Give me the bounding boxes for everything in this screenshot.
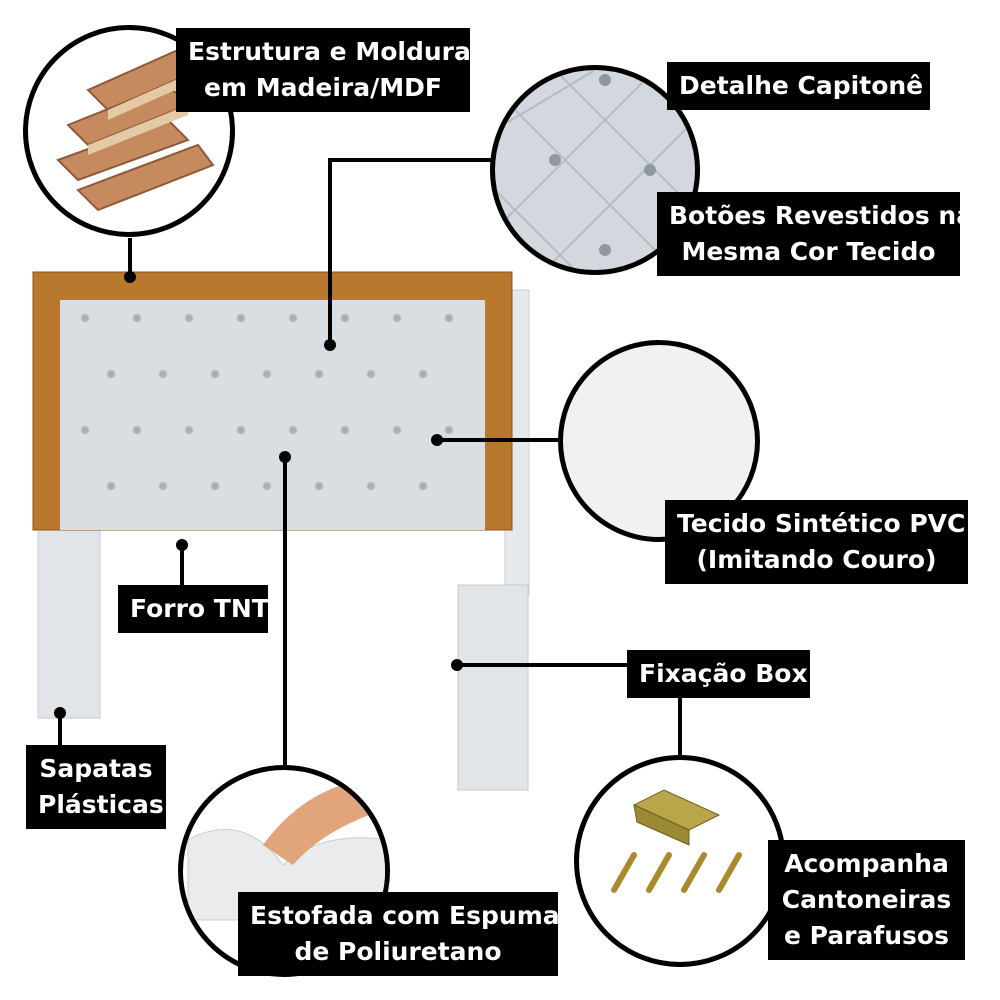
label-forro-tnt: Forro TNT [118, 585, 269, 633]
tufting-button [184, 425, 194, 435]
tufting-button [132, 313, 142, 323]
tufting-button [288, 313, 298, 323]
tufting-button [236, 313, 246, 323]
tufting-button [158, 369, 168, 379]
tufting-button [132, 425, 142, 435]
tufting-button [392, 425, 402, 435]
tufting-button [392, 313, 402, 323]
tufting-button [314, 369, 324, 379]
tufting-button [80, 313, 90, 323]
label-line: Plásticas [38, 790, 164, 819]
tufting-button [444, 313, 454, 323]
label-line: Forro TNT [130, 594, 269, 623]
tufting-button [444, 425, 454, 435]
tufting-buttons [80, 313, 454, 491]
tufting-button [106, 481, 116, 491]
tufting-button [210, 369, 220, 379]
label-line: Cantoneiras [781, 885, 952, 914]
tufting-button [210, 481, 220, 491]
tufting-button [80, 425, 90, 435]
tufting-button [106, 369, 116, 379]
tufting-button [366, 481, 376, 491]
label-estrutura-moldura: Estrutura e Moldura em Madeira/MDF [176, 28, 471, 112]
hardware-circle [574, 755, 786, 967]
label-line: Sapatas [39, 754, 153, 783]
tufting-button [366, 369, 376, 379]
label-line: em Madeira/MDF [204, 73, 442, 102]
upholstered-panel [60, 300, 485, 530]
tufting-button [236, 425, 246, 435]
label-detalhe-capitone: Detalhe Capitonê [667, 62, 930, 110]
tufting-button [288, 425, 298, 435]
capitone-image [495, 70, 695, 270]
tufting-button [184, 313, 194, 323]
tufting-button [158, 481, 168, 491]
left-leg [37, 529, 101, 719]
tufting-button [262, 369, 272, 379]
label-line: Estrutura e Moldura [188, 37, 471, 66]
label-line: Botões Revestidos na [669, 201, 974, 230]
label-estofada-espuma: Estofada com Espuma de Poliuretano [238, 892, 560, 976]
tufting-button [340, 313, 350, 323]
label-botoes-revestidos: Botões Revestidos na Mesma Cor Tecido [657, 192, 974, 276]
label-line: Fixação Box [639, 659, 808, 688]
label-line: e Parafusos [784, 921, 949, 950]
right-leg [457, 584, 529, 791]
tufting-button [340, 425, 350, 435]
label-line: Acompanha [784, 849, 949, 878]
label-fixacao-box: Fixação Box [627, 650, 810, 698]
label-line: Mesma Cor Tecido [681, 237, 936, 266]
tufting-button [418, 369, 428, 379]
label-sapatas-plasticas: Sapatas Plásticas [26, 745, 166, 829]
label-line: Detalhe Capitonê [679, 71, 924, 100]
tufting-button [314, 481, 324, 491]
label-line: (Imitando Couro) [696, 545, 937, 574]
label-acompanha-cantoneiras: Acompanha Cantoneiras e Parafusos [768, 840, 965, 960]
label-tecido-sintetico: Tecido Sintético PVC (Imitando Couro) [665, 500, 968, 584]
label-line: de Poliuretano [294, 937, 502, 966]
callout-dots [54, 271, 463, 719]
brackets-screws-image [611, 789, 742, 893]
tufting-button [262, 481, 272, 491]
tufting-button [418, 481, 428, 491]
callout-lines [58, 158, 682, 765]
label-line: Estofada com Espuma [250, 901, 560, 930]
label-line: Tecido Sintético PVC [677, 509, 966, 538]
